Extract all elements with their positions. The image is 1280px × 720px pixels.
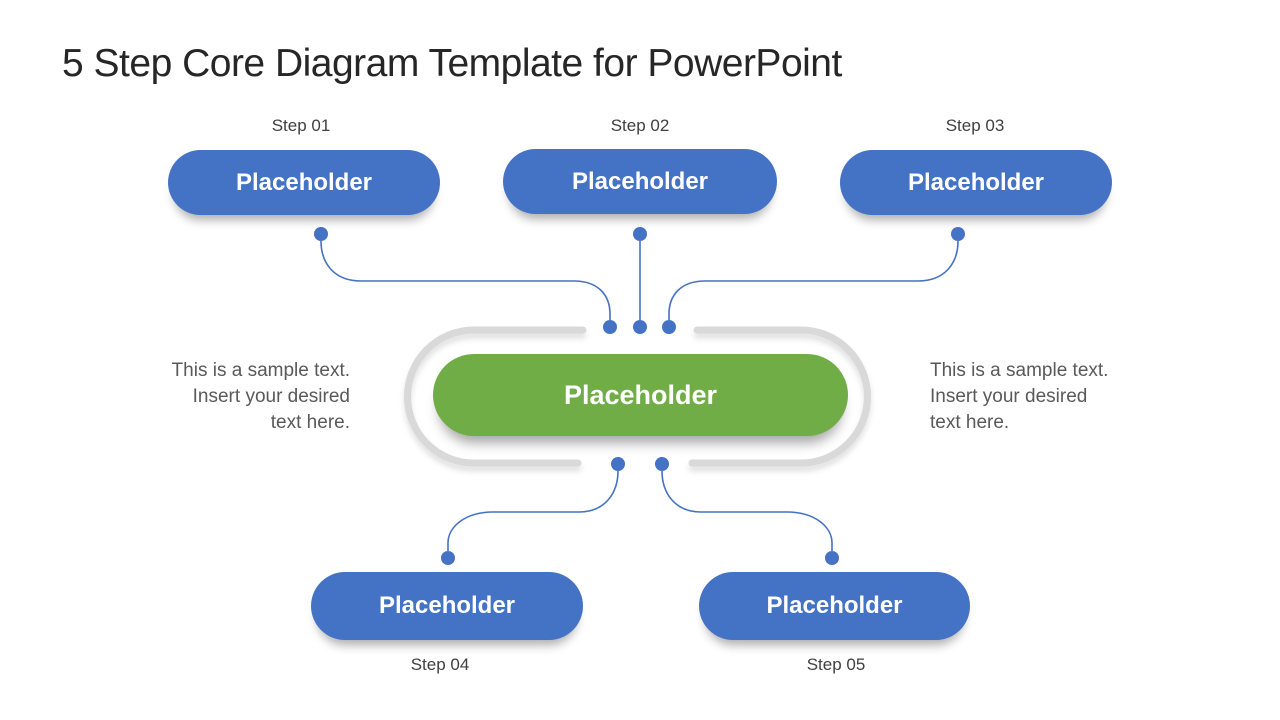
- step-02-pill-text: Placeholder: [571, 167, 709, 195]
- dot-ring-top-left: [603, 320, 617, 334]
- step-04-pill: Placeholder: [311, 572, 583, 640]
- step-03-pill: Placeholder: [840, 150, 1112, 215]
- dot-step-02-source: [633, 227, 647, 241]
- step-02-label: Step 02: [610, 116, 670, 135]
- step-01-pill: Placeholder: [168, 150, 440, 215]
- dot-ring-bottom-left: [611, 457, 625, 471]
- center-ring-left-half: [403, 326, 587, 467]
- dot-ring-top-right: [662, 320, 676, 334]
- dot-step-04-target: [441, 551, 455, 565]
- step-04-label: Step 04: [410, 655, 470, 674]
- dot-ring-top-center: [633, 320, 647, 334]
- dot-step-03-source: [951, 227, 965, 241]
- dot-ring-bottom-right: [655, 457, 669, 471]
- step-05-pill: Placeholder: [699, 572, 970, 640]
- step-01-pill-text: Placeholder: [235, 168, 373, 196]
- dot-step-05-target: [825, 551, 839, 565]
- step-02-pill: Placeholder: [503, 149, 777, 214]
- connector-step-05: [661, 470, 833, 551]
- center-ring-right-half: [688, 326, 872, 467]
- dot-step-01-source: [314, 227, 328, 241]
- step-05-label: Step 05: [806, 655, 866, 674]
- sample-text-right: This is a sample text. Insert your desir…: [930, 360, 1109, 433]
- connector-step-01: [320, 240, 611, 320]
- step-04-pill-text: Placeholder: [378, 592, 516, 619]
- connector-step-03: [668, 240, 959, 320]
- step-05-pill-text: Placeholder: [766, 592, 903, 619]
- core-pill: Placeholder: [433, 354, 848, 436]
- sample-text-left: This is a sample text. Insert your desir…: [171, 360, 350, 433]
- step-03-pill-text: Placeholder: [907, 168, 1045, 196]
- connector-step-04: [447, 470, 619, 551]
- slide-title: 5 Step Core Diagram Template for PowerPo…: [62, 42, 842, 85]
- core-pill-text: Placeholder: [563, 379, 718, 410]
- step-03-label: Step 03: [945, 116, 1005, 135]
- step-01-label: Step 01: [271, 116, 331, 135]
